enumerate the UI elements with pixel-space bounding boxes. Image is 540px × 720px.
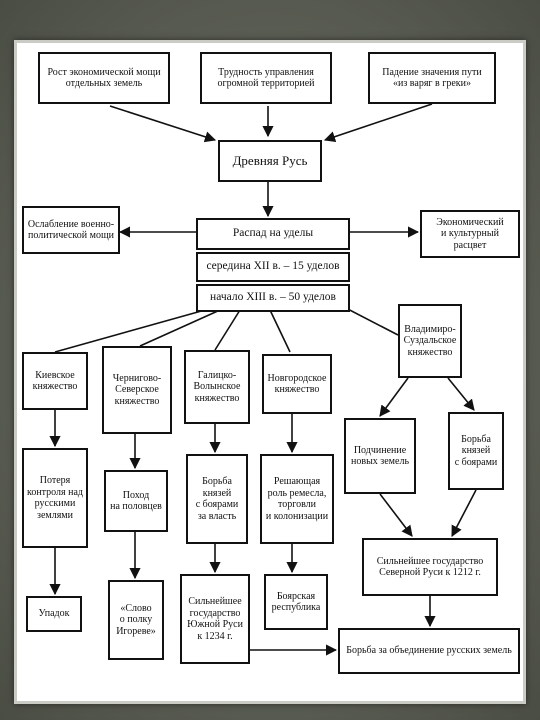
vladimir-boyar-struggle-box: Борьба князей с боярами [448, 412, 504, 490]
kiev-loss-box: Потеря контроля над русскими землями [22, 448, 88, 548]
decline-box: Упадок [26, 596, 82, 632]
arrow-vladimir-right [447, 377, 475, 411]
kiev-principality-box: Киевское княжество [22, 352, 88, 410]
mid-12c-box: середина XII в. – 15 уделов [196, 252, 350, 282]
link-to-chernigov [139, 309, 221, 347]
cause-difficult-territory-box: Трудность управления огромной территорие… [200, 52, 332, 104]
galicia-principality-box: Галицко- Волынское княжество [184, 350, 250, 424]
novgorod-principality-box: Новгородское княжество [262, 354, 332, 414]
economic-rise-box: Экономический и культурный расцвет [420, 210, 520, 258]
link-to-galicia [214, 309, 241, 351]
chernigov-principality-box: Чернигово- Северское княжество [102, 346, 172, 434]
subjugation-box: Подчинение новых земель [344, 418, 416, 494]
military-weakening-box: Ослабление военно- политической мощи [22, 206, 120, 254]
arrow-boyars-to-north [451, 489, 477, 537]
link-to-novgorod [269, 309, 291, 353]
breakup-box: Распад на уделы [196, 218, 350, 250]
arrow-route-to-rus [323, 103, 433, 143]
link-to-kiev [54, 309, 206, 353]
arrow-economic-to-rus [109, 105, 217, 143]
vladimir-principality-box: Владимиро- Суздальское княжество [398, 304, 462, 378]
cause-trade-route-box: Падение значения пути «из варяг в греки» [368, 52, 496, 104]
early-13c-box: начало XIII в. – 50 уделов [196, 284, 350, 312]
north-strongest-box: Сильнейшее государство Северной Руси к 1… [362, 538, 498, 596]
polovtsy-campaign-box: Поход на половцев [104, 470, 168, 532]
cause-economic-power-box: Рост экономической мощи отдельных земель [38, 52, 170, 104]
igor-tale-box: «Слово о полку Игореве» [108, 580, 164, 660]
galicia-boyar-struggle-box: Борьба князей с боярами за власть [186, 454, 248, 544]
arrow-vladimir-left [379, 377, 409, 417]
ancient-rus-box: Древняя Русь [218, 140, 322, 182]
unification-box: Борьба за объединение русских земель [338, 628, 520, 674]
arrow-subjugation-to-north [379, 493, 413, 537]
novgorod-role-box: Решающая роль ремесла, торговли и колони… [260, 454, 334, 544]
boyar-republic-box: Боярская республика [264, 574, 328, 630]
south-strongest-box: Сильнейшее государство Южной Руси к 1234… [180, 574, 250, 664]
